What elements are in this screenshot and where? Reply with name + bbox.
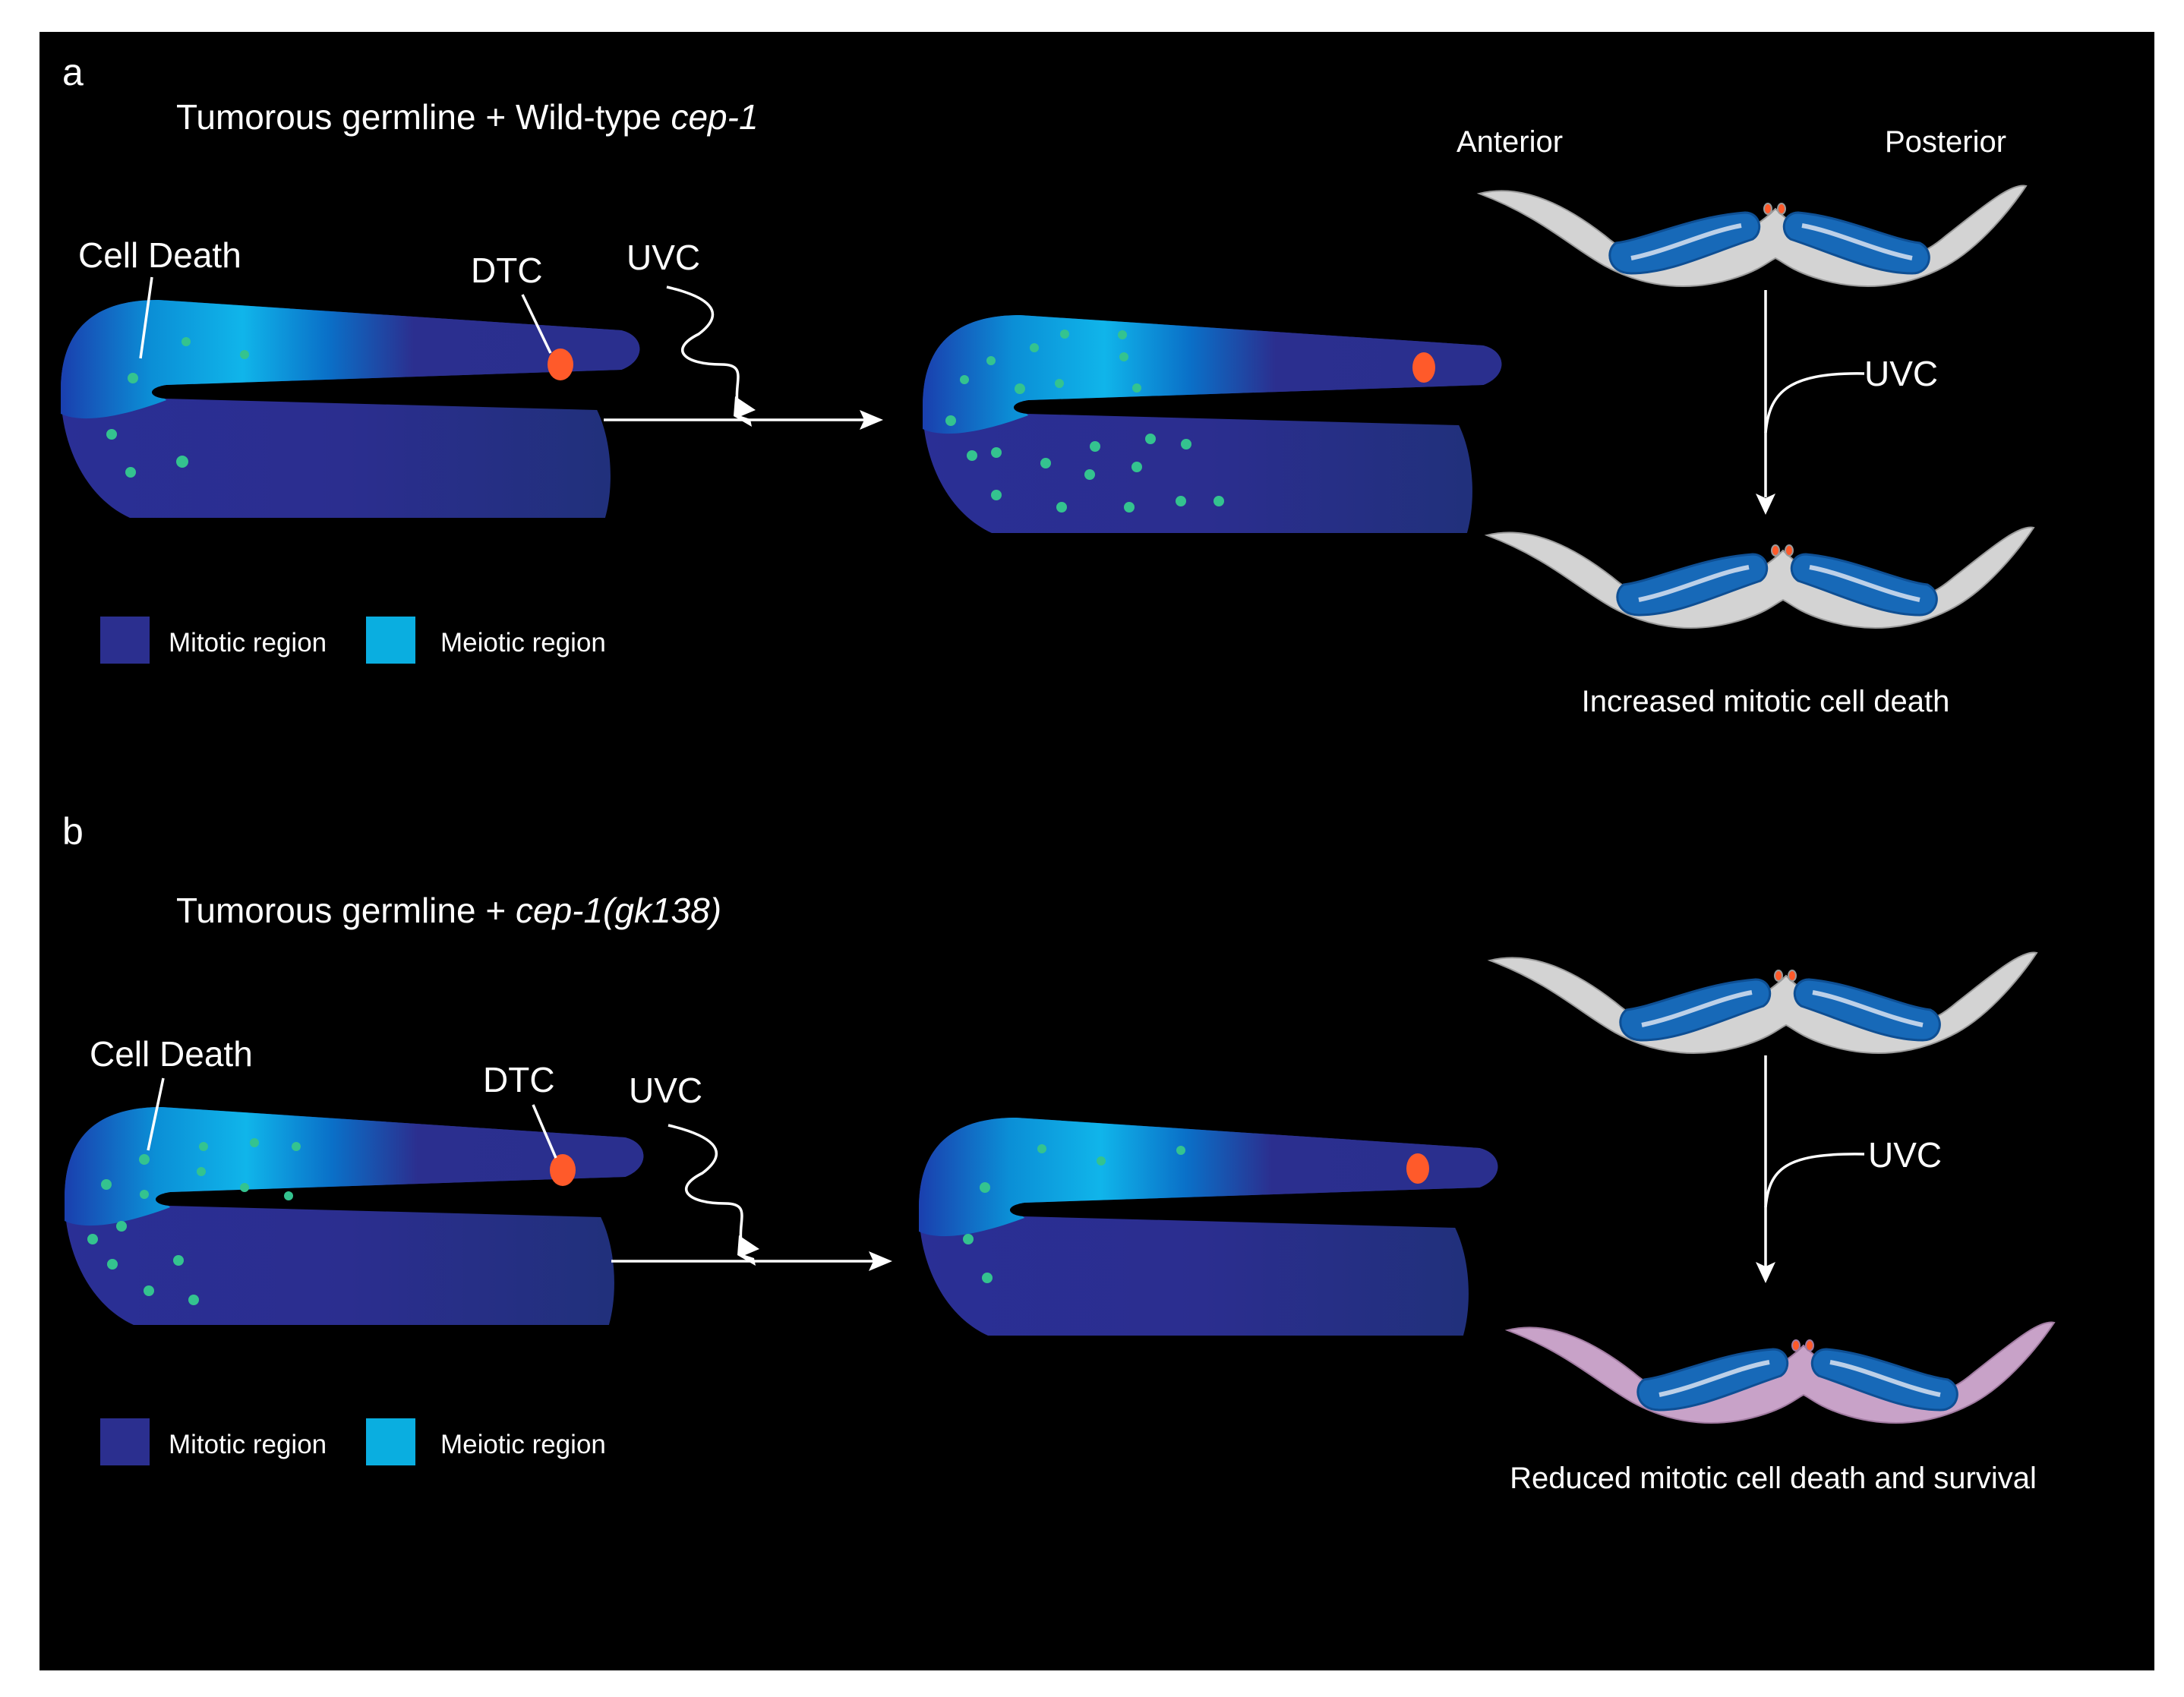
process-arrowhead-b	[869, 1251, 892, 1271]
cell-death-dots-a-after	[945, 330, 1224, 513]
panel-a-title-prefix: Tumorous germline + Wild-type	[176, 97, 671, 137]
dtc-b-after	[1406, 1153, 1429, 1184]
cell-death-dots-b-after	[963, 1144, 1185, 1283]
cell-death-pointer-b	[147, 1077, 165, 1151]
panel-a-title: Tumorous germline + Wild-type cep-1	[176, 97, 759, 137]
legend-meiotic-label-b: Meiotic region	[440, 1430, 606, 1459]
outcome-b: Reduced mitotic cell death and survival	[1510, 1462, 2037, 1495]
dtc-a-after	[1412, 352, 1435, 383]
process-arrowhead-a	[860, 410, 883, 430]
cell-death-dots-a-before	[106, 337, 249, 478]
cell-death-label-a: Cell Death	[78, 235, 241, 275]
panel-a-letter: a	[62, 51, 84, 93]
cell-death-pointer-a	[139, 276, 153, 359]
cell-death-label-b: Cell Death	[90, 1034, 253, 1074]
gonad-b-after	[919, 1118, 1498, 1336]
uvc-label-b: UVC	[629, 1071, 702, 1110]
dtc-label-a: DTC	[471, 251, 543, 290]
panel-b-letter: b	[62, 810, 84, 853]
dtc-pointer-a	[521, 294, 552, 354]
legend-meiotic-swatch-b	[366, 1418, 415, 1465]
anterior-label: Anterior	[1457, 125, 1563, 159]
uvc-wave-b	[668, 1124, 746, 1254]
uvc-label-a: UVC	[626, 238, 700, 277]
legend-mitotic-label-a: Mitotic region	[169, 628, 327, 658]
legend-mitotic-label-b: Mitotic region	[169, 1430, 327, 1459]
legend-meiotic-swatch-a	[366, 617, 415, 664]
dtc-pointer-b	[532, 1104, 557, 1159]
worm-arrowhead-a	[1756, 494, 1775, 515]
uvc-wave-arrowhead-b	[737, 1235, 759, 1266]
panel-a: a Tumorous germline + Wild-type cep-1 Ce…	[61, 51, 2034, 718]
panel-b-title-prefix: Tumorous germline +	[176, 891, 516, 930]
legend-mitotic-swatch-b	[100, 1418, 150, 1465]
worm-arrowhead-b	[1756, 1262, 1775, 1283]
worm-uvc-label-a: UVC	[1864, 354, 1938, 393]
cell-death-dots-b-before	[87, 1138, 301, 1305]
legend-mitotic-swatch-a	[100, 617, 150, 664]
outcome-a: Increased mitotic cell death	[1582, 685, 1950, 718]
panel-b-title: Tumorous germline + cep-1(gk138)	[176, 891, 721, 930]
gonad-a-before	[61, 300, 640, 518]
dtc-a-before	[548, 349, 573, 380]
panel-a-title-gene: cep-1	[671, 97, 758, 137]
panel-b-title-gene: cep-1(gk138)	[516, 891, 721, 930]
dtc-b-before	[550, 1154, 576, 1186]
gonad-a-after	[923, 315, 1502, 533]
legend-meiotic-label-a: Meiotic region	[440, 628, 606, 658]
uvc-wave-a	[666, 285, 742, 415]
worm-uvc-connector-a	[1764, 372, 1865, 434]
background-panel	[39, 32, 2154, 1670]
worm-uvc-connector-b	[1764, 1153, 1865, 1208]
dtc-label-b: DTC	[483, 1060, 555, 1099]
worm-uvc-label-b: UVC	[1868, 1135, 1942, 1175]
panel-b: b Tumorous germline + cep-1(gk138) Cell …	[62, 810, 2054, 1495]
posterior-label: Posterior	[1885, 125, 2006, 159]
